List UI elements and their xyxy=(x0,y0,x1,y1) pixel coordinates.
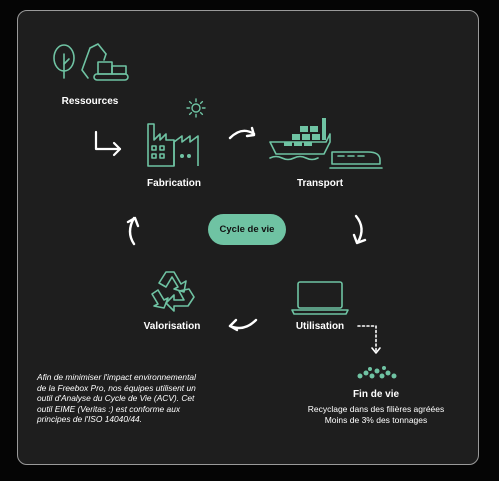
factory-icon xyxy=(147,123,199,167)
arrow-transport-to-utilisation xyxy=(352,214,367,245)
arrow-valorisation-to-fabrication xyxy=(126,216,140,246)
tree-excavator-icon xyxy=(53,43,129,81)
arrow-utilisation-to-valorisation xyxy=(228,318,258,332)
arrow-utilisation-to-fin-de-vie xyxy=(357,325,381,354)
waste-pile-icon xyxy=(357,366,397,379)
acv-note: Afin de minimiser l'impact environnement… xyxy=(37,372,196,425)
stage-label-utilisation: Utilisation xyxy=(295,321,345,332)
arrow-fabrication-to-transport xyxy=(228,126,256,140)
sun-icon xyxy=(186,98,206,118)
recycle-icon xyxy=(151,271,195,312)
fin-de-vie-line-1: Recyclage dans des filières agréées xyxy=(307,404,445,414)
stage-label-valorisation: Valorisation xyxy=(143,321,201,332)
stage-label-transport: Transport xyxy=(296,178,344,189)
fin-de-vie-title: Fin de vie xyxy=(352,389,400,400)
fin-de-vie-line-2: Moins de 3% des tonnages xyxy=(324,415,428,425)
ship-train-icon xyxy=(269,118,383,169)
laptop-icon xyxy=(291,281,349,315)
arrow-ressources-to-fabrication xyxy=(94,130,122,157)
stage-label-fabrication: Fabrication xyxy=(147,178,201,189)
stage-label-ressources: Ressources xyxy=(61,96,119,107)
center-pill: Cycle de vie xyxy=(208,214,286,245)
